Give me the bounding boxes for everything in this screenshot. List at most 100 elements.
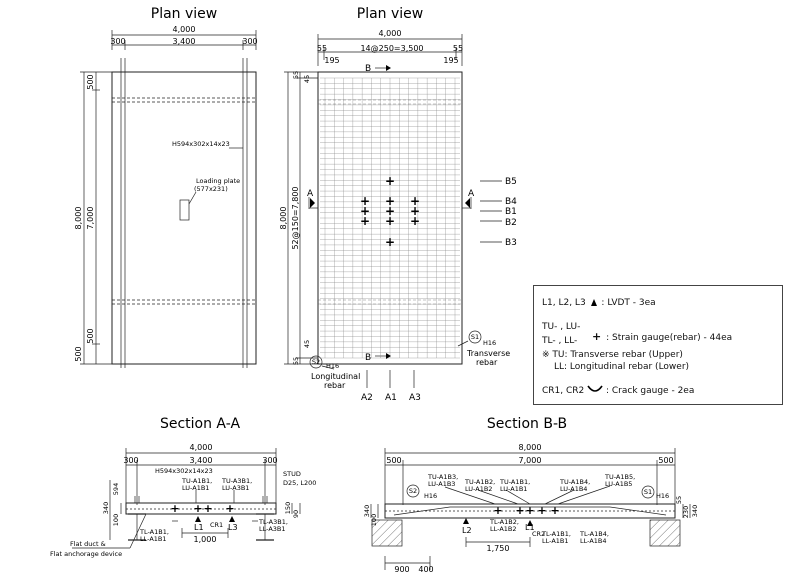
section-arrow-b-bot bbox=[386, 353, 391, 359]
bb-dim-500-l: 500 bbox=[386, 456, 401, 465]
bb-top-label-4a: TU-A1B4, bbox=[559, 478, 590, 486]
gauge-aa-3: + bbox=[203, 502, 212, 515]
legend-sg-line1: TU- , LU- bbox=[542, 322, 581, 332]
bb-dim-230: 230 bbox=[682, 506, 690, 518]
bb-top-label-2a: TU-A1B2, bbox=[464, 478, 495, 486]
legend-sg-row: + : Strain gauge(rebar) - 44ea bbox=[590, 330, 732, 343]
lvdt-triangle-icon bbox=[590, 299, 597, 306]
aa-flat-anchor: Flat anchorage device bbox=[50, 550, 122, 558]
section-arrow-b-top bbox=[386, 65, 391, 71]
bb-top-label-5b: LU-A1B5 bbox=[605, 480, 632, 488]
section-arrow-a-right bbox=[465, 198, 470, 208]
bb-bot-label-3b: LL-A1B4 bbox=[580, 537, 607, 545]
strain-gauge-plus-icon: + bbox=[592, 330, 602, 343]
legend-crack-prefix: CR1, CR2 bbox=[542, 386, 585, 396]
bb-bot-label-2b: LL-A1B1 bbox=[542, 537, 569, 545]
bb-top-label-2b: LU-A1B2 bbox=[465, 485, 492, 493]
gauge-aa-2: + bbox=[193, 502, 202, 515]
plan-right-dim-195-r: 195 bbox=[443, 56, 458, 65]
bb-support-right bbox=[649, 519, 681, 547]
bb-dim-340: 340 bbox=[363, 505, 371, 517]
gauge-aa-1: + bbox=[170, 502, 179, 515]
plan-view-right bbox=[284, 34, 502, 388]
bb-top-label-1b: LU-A1B3 bbox=[428, 480, 455, 488]
section-marker-a-left: A bbox=[307, 189, 314, 199]
section-aa bbox=[72, 448, 301, 549]
bb-h16-r: H16 bbox=[656, 492, 669, 500]
plan-left-dim-left: 300 bbox=[110, 37, 125, 46]
aa-stud-1: STUD bbox=[283, 470, 301, 478]
plan-left-dim-right: 300 bbox=[242, 37, 257, 46]
section-aa-title: Section A-A bbox=[160, 416, 240, 432]
bb-dim-340-r: 340 bbox=[691, 505, 699, 517]
strain-gauge-mark: + bbox=[410, 214, 420, 228]
crack-gauge-icon bbox=[587, 385, 603, 392]
strain-gauge-mark: + bbox=[385, 235, 395, 249]
bb-l2: L2 bbox=[462, 526, 472, 535]
aa-tl-a1: TL-A1B1, bbox=[139, 528, 169, 536]
plan-right-strain-gauges: +++++++++++ bbox=[360, 174, 420, 249]
bb-bot-label-2a: TL-A1B1, bbox=[541, 530, 571, 538]
bb-dim-500-r: 500 bbox=[658, 456, 673, 465]
plan-left-dim-mid: 3,400 bbox=[173, 37, 196, 46]
gauge-bb-2: + bbox=[515, 504, 524, 517]
bb-dim-mid: 7,000 bbox=[519, 456, 542, 465]
section-marker-b-bot: B bbox=[365, 353, 371, 363]
section-aa-gauges: + + + + bbox=[170, 502, 234, 515]
plan-right-dim-length: 8,000 bbox=[279, 207, 288, 230]
plan-left-dim-inner: 7,000 bbox=[86, 207, 95, 230]
plan-right-dim-45-bot: 45 bbox=[303, 340, 311, 348]
aa-lu-a1: LU-A1B1 bbox=[182, 484, 209, 492]
s1-marker: S1 bbox=[471, 333, 479, 341]
strain-gauge-mark: + bbox=[360, 214, 370, 228]
strain-gauge-mark: + bbox=[360, 194, 370, 208]
bb-bot-label-1b: LL-A1B2 bbox=[490, 525, 517, 533]
aa-dim-total: 4,000 bbox=[190, 443, 213, 452]
lvdt-l2-bb bbox=[463, 518, 469, 524]
transverse-label-2: rebar bbox=[476, 358, 498, 367]
a-label-a1: A1 bbox=[385, 393, 397, 403]
plan-right-dim-55-top: 55 bbox=[292, 71, 300, 79]
aa-l3: L3 bbox=[228, 523, 238, 532]
aa-ll-a1: LL-A1B1 bbox=[140, 535, 167, 543]
aa-stud-2: D25, L200 bbox=[283, 479, 316, 487]
plan-view-right-title: Plan view bbox=[357, 6, 423, 22]
plan-right-rebar-grid bbox=[318, 77, 462, 359]
aa-dim-1000: 1,000 bbox=[194, 535, 217, 544]
legend-sg-text: : Strain gauge(rebar) - 44ea bbox=[606, 333, 733, 343]
plan-left-dim-500-bot: 500 bbox=[74, 346, 83, 361]
h16-left: H16 bbox=[326, 362, 339, 370]
plan-view-left-title: Plan view bbox=[151, 6, 217, 22]
plan-left-plate-label-2: (577x231) bbox=[194, 185, 228, 193]
aa-dim-mid: 3,400 bbox=[190, 456, 213, 465]
plan-right-dim-45-top: 45 bbox=[303, 75, 311, 83]
strain-gauge-mark: + bbox=[385, 174, 395, 188]
gauge-bb-3: + bbox=[525, 504, 534, 517]
plan-right-dim-55-bot: 55 bbox=[292, 357, 300, 365]
section-bb-labels: 8,000 500 7,000 500 TU-A1B3, LU-A1B3 TU-… bbox=[363, 443, 699, 574]
section-arrow-a-left bbox=[310, 198, 315, 208]
bb-cr2: CR2 bbox=[532, 530, 545, 538]
legend-lvdt-row: L1, L2, L3 : LVDT - 3ea bbox=[542, 298, 656, 308]
aa-ll-a3: LL-A3B1 bbox=[259, 525, 286, 533]
plan-left-dim-total: 4,000 bbox=[173, 25, 196, 34]
h16-right: H16 bbox=[483, 339, 496, 347]
plan-right-dim-55-r: 55 bbox=[453, 44, 463, 53]
aa-l1: L1 bbox=[194, 523, 204, 532]
a-label-a3: A3 bbox=[409, 393, 421, 403]
bb-dim-total: 8,000 bbox=[519, 443, 542, 452]
bb-top-label-5a: TU-A1B5, bbox=[604, 473, 635, 481]
aa-tu-a3: TU-A3B1, bbox=[221, 477, 252, 485]
b-label-b4: B4 bbox=[505, 197, 517, 207]
bb-top-label-1a: TU-A1B3, bbox=[427, 473, 458, 481]
gauge-bb-4: + bbox=[537, 504, 546, 517]
bb-l1: L1 bbox=[525, 523, 535, 532]
bb-dim-1750: 1,750 bbox=[487, 544, 510, 553]
strain-gauge-mark: + bbox=[410, 204, 420, 218]
plan-left-plate-label-1: Loading plate bbox=[196, 177, 240, 185]
transverse-label-1: Transverse bbox=[466, 349, 510, 358]
legend-box: L1, L2, L3 : LVDT - 3ea TU- , LU- + : St… bbox=[533, 285, 783, 405]
plan-left-dim-length: 8,000 bbox=[74, 207, 83, 230]
longitudinal-label-1: Longitudinal bbox=[311, 372, 360, 381]
